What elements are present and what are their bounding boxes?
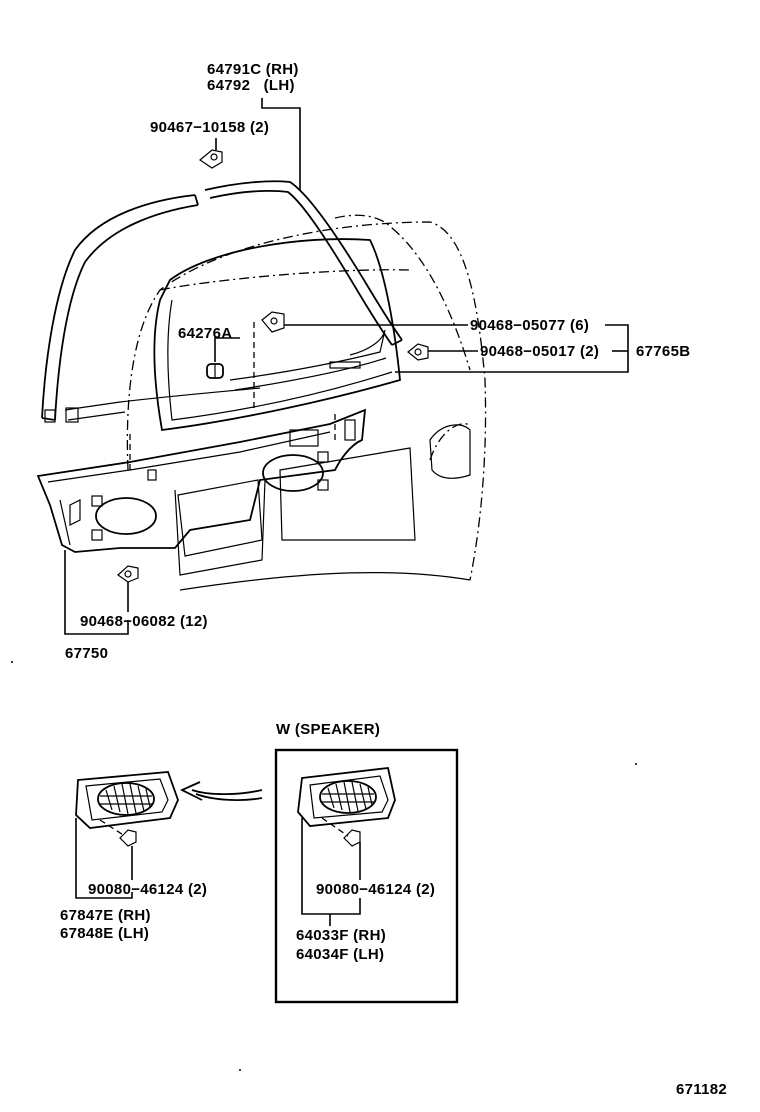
label-speaker-title: W (SPEAKER) xyxy=(276,721,381,738)
clip-05077-icon xyxy=(261,311,285,333)
label-board-67750: 67750 xyxy=(65,645,109,662)
label-cover-lh-right: 64034F (LH) xyxy=(296,946,385,963)
label-garnish-lh: 64792 (LH) xyxy=(207,77,295,94)
clip-06082-icon xyxy=(117,565,139,583)
speaker-box xyxy=(274,748,459,1004)
label-clip-90467: 90467−10158 (2) xyxy=(150,119,270,136)
label-clip-06082: 90468−06082 (12) xyxy=(80,613,208,630)
label-clip-46124-left: 90080−46124 (2) xyxy=(88,881,208,898)
garnish-rh xyxy=(204,180,403,391)
label-assy-67765b: 67765B xyxy=(636,343,691,360)
label-cover-rh-left: 67847E (RH) xyxy=(60,907,151,924)
label-clip-05017: 90468−05017 (2) xyxy=(480,343,600,360)
leader-lines xyxy=(64,98,629,635)
label-clip-46124-right: 90080−46124 (2) xyxy=(316,881,436,898)
clip-90467-icon xyxy=(198,149,223,169)
label-cover-rh-right: 64033F (RH) xyxy=(296,927,386,944)
label-clip-05077: 90468−05077 (6) xyxy=(470,317,590,334)
trim-board-67750 xyxy=(36,408,367,553)
garnish-lh xyxy=(41,194,261,423)
arrow-to-speaker xyxy=(179,781,263,801)
door-lower-panel xyxy=(174,424,471,576)
label-cover-lh-left: 67848E (LH) xyxy=(60,925,150,942)
label-garnish-rh: 64791C (RH) xyxy=(207,61,299,78)
diagram-id: 671182 xyxy=(676,1081,728,1098)
speaker-cover-left xyxy=(75,771,179,899)
rear-window xyxy=(153,238,401,432)
back-door-outline xyxy=(126,214,487,591)
clip-05017-icon xyxy=(407,343,429,361)
speaker-cover-right xyxy=(297,767,396,926)
label-part-64276a: 64276A xyxy=(178,325,233,342)
part-64276a-icon xyxy=(206,363,224,379)
